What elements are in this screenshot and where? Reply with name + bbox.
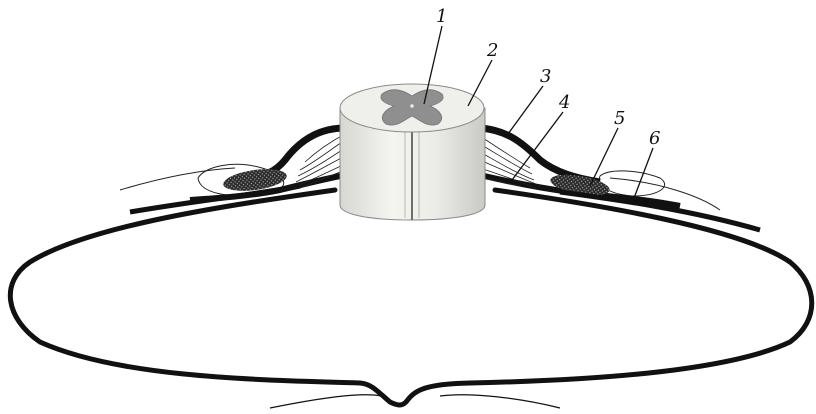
spinal-cord-segment (340, 84, 485, 220)
leader-line-6 (634, 148, 653, 198)
ventral-midline-line-left (270, 395, 382, 408)
callout-2: 2 (486, 40, 498, 61)
left-outer-fold (120, 168, 235, 190)
leader-line-3 (508, 86, 543, 134)
ventral-midline-line-right (440, 395, 560, 408)
right-spinal-nerve (560, 192, 760, 230)
body-wall-outline (10, 190, 811, 405)
callout-3: 3 (540, 66, 551, 87)
callout-6: 6 (649, 128, 660, 149)
callout-1: 1 (436, 6, 447, 27)
leader-line-5 (590, 128, 618, 186)
callout-5: 5 (614, 108, 625, 129)
callout-4: 4 (558, 92, 570, 113)
leader-line-2 (468, 60, 492, 106)
right-ganglion-capsule (599, 171, 664, 196)
